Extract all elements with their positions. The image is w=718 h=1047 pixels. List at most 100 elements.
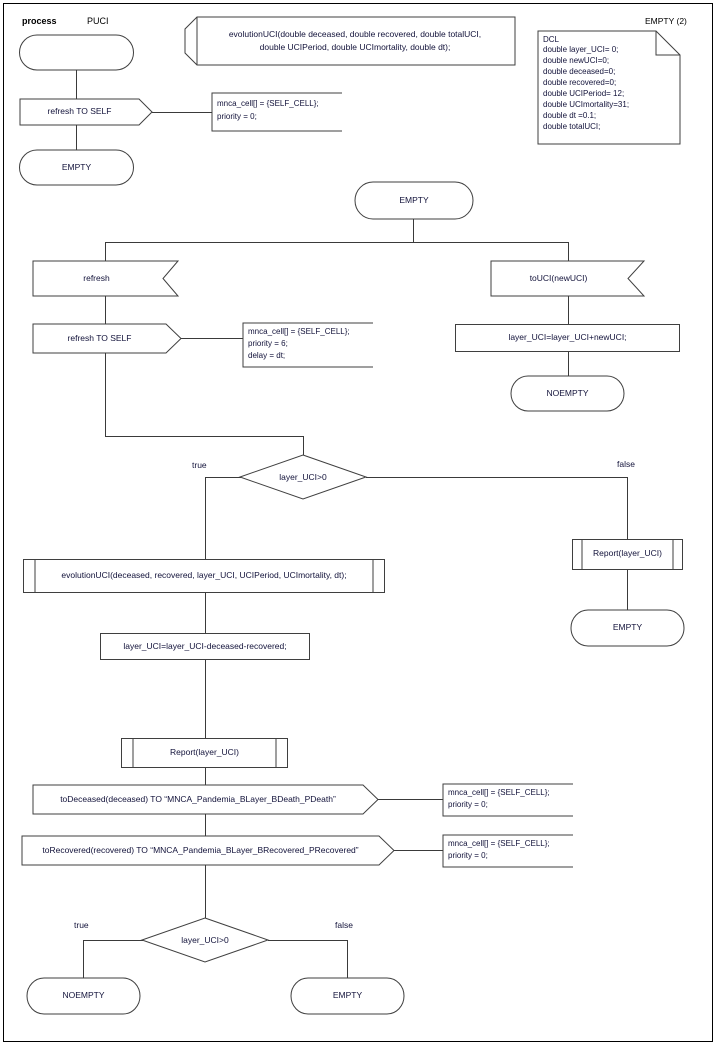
procedure-call-evolutionuci-label: evolutionUCI(deceased, recovered, layer_… [61,570,347,580]
output-refresh-to-self-top-label: refresh TO SELF [47,106,112,116]
decision-1-true-label: true [192,460,207,470]
connector-task-to-report [205,660,206,738]
decision-layer-uci-gt-zero-2[interactable]: layer_UCI>0 [140,917,270,963]
comment-box-torecovered-line1: mnca_cell[] = {SELF_CELL}; [448,839,550,848]
decision-2-true-label: true [74,920,89,930]
comment-box-torecovered-line2: priority = 0; [448,851,488,860]
connector-output-to-comment-top [152,112,212,113]
comment-box-top-line1: mnca_cell[] = {SELF_CELL}; [217,99,319,108]
decision-1-condition: layer_UCI>0 [279,472,327,482]
procedure-call-report-left[interactable]: Report(layer_UCI) [121,738,288,768]
connector-start-to-output [76,70,77,100]
state-empty-right-label: EMPTY [612,622,643,632]
input-touci-symbol[interactable]: toUCI(newUCI) [490,260,646,297]
connector-decision2-true-horizontal [83,940,143,941]
connector-split-horizontal [105,242,569,243]
output-torecovered[interactable]: toRecovered(recovered) TO “MNCA_Pandemia… [21,835,395,866]
dcl-line-3: double recovered=0; [543,78,617,87]
state-reference-label: EMPTY (2) [645,16,687,26]
connector-decision2-false-horizontal [268,940,348,941]
connector-todeceased-to-comment [378,799,443,800]
connector-output-to-empty-top [76,125,77,150]
procedure-call-report-right-label: Report(layer_UCI) [593,548,662,558]
connector-torecovered-to-comment [394,850,443,851]
decision-1-false-label: false [617,459,635,469]
procedure-call-evolutionuci[interactable]: evolutionUCI(deceased, recovered, layer_… [23,559,385,593]
state-noempty-bottom-label: NOEMPTY [62,990,105,1000]
input-refresh-label: refresh [83,273,110,283]
comment-box-todeceased-line1: mnca_cell[] = {SELF_CELL}; [448,788,550,797]
comment-box-torecovered[interactable]: mnca_cell[] = {SELF_CELL}; priority = 0; [442,834,573,868]
connector-decision1-false-down [627,477,628,539]
dcl-title: DCL [543,35,560,44]
connector-input-refresh-to-output [105,296,106,324]
output-refresh-to-self-top[interactable]: refresh TO SELF [19,98,153,126]
process-name: PUCI [87,16,109,26]
diagram-frame-border [3,3,713,1042]
output-refresh-to-self-mid-label: refresh TO SELF [67,333,132,343]
comment-box-mid-line1: mnca_cell[] = {SELF_CELL}; [248,327,350,336]
state-empty-right[interactable]: EMPTY [570,609,685,647]
connector-decision1-true-down [205,477,206,559]
connector-todeceased-to-torecovered [205,814,206,836]
connector-report-to-todeceased [205,768,206,785]
connector-touci-to-task [568,296,569,324]
task-layer-uci-subtract-label: layer_UCI=layer_UCI-deceased-recovered; [123,641,287,651]
connector-decision2-false-down [347,940,348,978]
connector-split-left-down [105,242,106,262]
comment-box-mid-line2: priority = 6; [248,339,288,348]
state-noempty-bottom[interactable]: NOEMPTY [26,977,141,1015]
state-empty-top-label: EMPTY [61,162,92,172]
task-layer-uci-subtract[interactable]: layer_UCI=layer_UCI-deceased-recovered; [100,633,310,660]
state-empty-top[interactable]: EMPTY [19,149,134,186]
connector-split-right-down [568,242,569,262]
task-layer-uci-add[interactable]: layer_UCI=layer_UCI+newUCI; [455,324,680,352]
dcl-declaration-box[interactable]: DCL double layer_UCI= 0; double newUCI=0… [537,30,681,145]
state-empty-bottom[interactable]: EMPTY [290,977,405,1015]
procedure-declaration-line2: double UCIPeriod, double UCImortality, d… [259,42,451,52]
decision-2-condition: layer_UCI>0 [181,935,229,945]
procedure-declaration-line1: evolutionUCI(double deceased, double rec… [228,29,482,39]
state-noempty-right[interactable]: NOEMPTY [510,375,625,412]
dcl-line-0: double layer_UCI= 0; [543,45,619,54]
connector-decision1-false-horizontal [366,477,628,478]
state-empty-main-label: EMPTY [399,195,429,205]
comment-box-todeceased-line2: priority = 0; [448,800,488,809]
dcl-line-7: double totalUCI; [543,122,601,131]
input-refresh-symbol[interactable]: refresh [32,260,180,297]
comment-box-top[interactable]: mnca_cell[] = {SELF_CELL}; priority = 0; [211,92,342,132]
state-empty-bottom-label: EMPTY [332,990,363,1000]
connector-main-state-trunk [413,219,414,242]
decision-layer-uci-gt-zero-1[interactable]: layer_UCI>0 [238,454,368,500]
comment-box-top-line2: priority = 0; [217,112,257,121]
input-touci-label: toUCI(newUCI) [529,273,588,283]
connector-decision2-true-down [83,940,84,978]
dcl-line-4: double UCIPeriod= 12; [543,89,625,98]
state-noempty-right-label: NOEMPTY [546,388,589,398]
dcl-line-2: double deceased=0; [543,67,616,76]
output-todeceased-label: toDeceased(deceased) TO “MNCA_Pandemia_B… [60,794,336,804]
connector-to-decision1-down [303,436,304,455]
comment-box-todeceased[interactable]: mnca_cell[] = {SELF_CELL}; priority = 0; [442,783,573,817]
dcl-line-1: double newUCI=0; [543,56,610,65]
procedure-declaration-symbol[interactable]: evolutionUCI(double deceased, double rec… [184,16,516,66]
output-todeceased[interactable]: toDeceased(deceased) TO “MNCA_Pandemia_B… [32,784,379,815]
comment-box-mid[interactable]: mnca_cell[] = {SELF_CELL}; priority = 6;… [242,322,373,368]
start-state-symbol[interactable] [19,34,134,71]
dcl-line-5: double UCImortality=31; [543,100,630,109]
connector-output-mid-down [105,353,106,436]
procedure-call-report-right[interactable]: Report(layer_UCI) [572,539,683,570]
connector-report-right-to-empty [627,570,628,610]
connector-torecovered-to-decision2 [205,865,206,918]
connector-to-decision1-horizontal [105,436,304,437]
connector-task-to-noempty [568,352,569,376]
connector-evolutionuci-to-task [205,593,206,633]
output-torecovered-label: toRecovered(recovered) TO “MNCA_Pandemia… [42,845,359,855]
output-refresh-to-self-mid[interactable]: refresh TO SELF [32,323,182,354]
dcl-line-6: double dt =0.1; [543,111,597,120]
connector-output-mid-to-comment [181,338,243,339]
state-empty-main[interactable]: EMPTY [354,181,474,220]
procedure-call-report-left-label: Report(layer_UCI) [170,747,239,757]
connector-decision1-true-horizontal [205,477,241,478]
